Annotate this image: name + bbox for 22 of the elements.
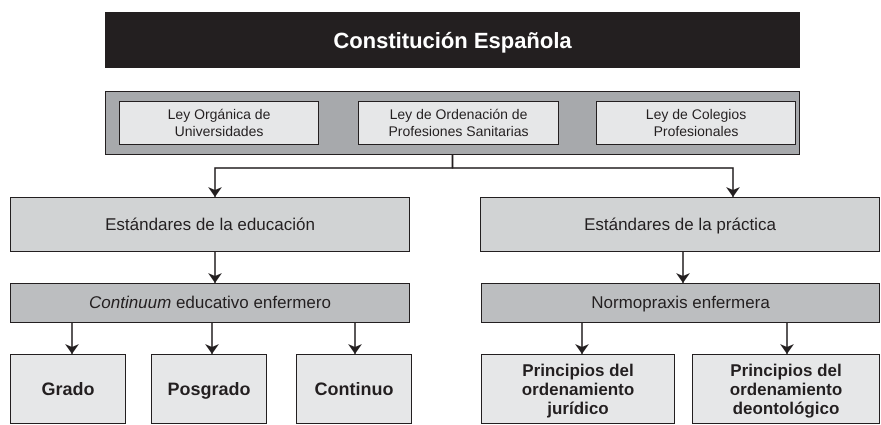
principle-box: Principios del ordenamiento jurídico: [481, 354, 675, 424]
arrow: [575, 323, 589, 354]
category-box: Normopraxis enfermera: [481, 283, 880, 323]
category-box: Continuum educativo enfermero: [10, 283, 410, 323]
title-banner: Constitución Española: [105, 12, 800, 68]
group-panel: [105, 91, 800, 155]
law-box: Ley de Ordenación de Profesiones Sanitarias: [358, 101, 559, 145]
arrow: [65, 323, 79, 354]
arrow: [348, 323, 362, 354]
arrow: [780, 323, 794, 354]
arrow: [205, 323, 219, 354]
law-box: Ley de Colegios Profesionales: [596, 101, 796, 145]
arrow: [208, 252, 222, 283]
standards-box: Estándares de la práctica: [480, 197, 880, 252]
standards-box: Estándares de la educación: [10, 197, 410, 252]
level-box: Continuo: [296, 354, 412, 424]
arrow: [676, 252, 690, 283]
level-box: Posgrado: [151, 354, 267, 424]
law-box: Ley Orgánica de Universidades: [119, 101, 319, 145]
arrow: [452, 155, 740, 197]
principle-box: Principios del ordenamiento deontológico: [692, 354, 880, 424]
level-box: Grado: [10, 354, 126, 424]
